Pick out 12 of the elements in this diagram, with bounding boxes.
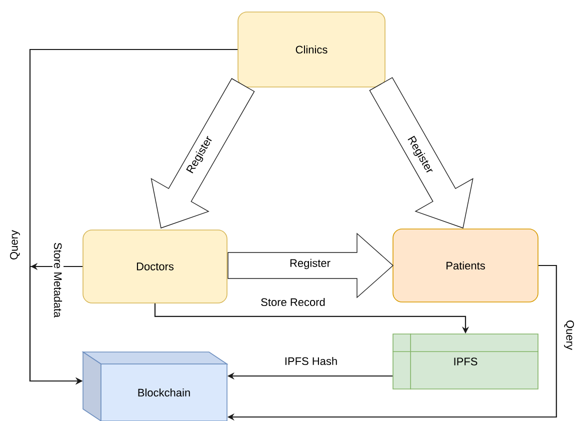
process-box: Patients — [392, 228, 538, 302]
edge-label: Query — [562, 318, 576, 352]
edge-label: Query — [8, 228, 22, 262]
process-box: Doctors — [82, 230, 228, 304]
block-arrow — [369, 77, 474, 228]
edge-label: Store Record — [259, 296, 327, 308]
storage-box: IPFS — [392, 333, 539, 390]
edge-label: Register — [288, 257, 332, 271]
edge-label: IPFS Hash — [282, 355, 340, 367]
process-box: Clinics — [238, 12, 386, 88]
block-arrow — [150, 78, 255, 228]
edge-label: Store Metadata — [52, 240, 64, 320]
